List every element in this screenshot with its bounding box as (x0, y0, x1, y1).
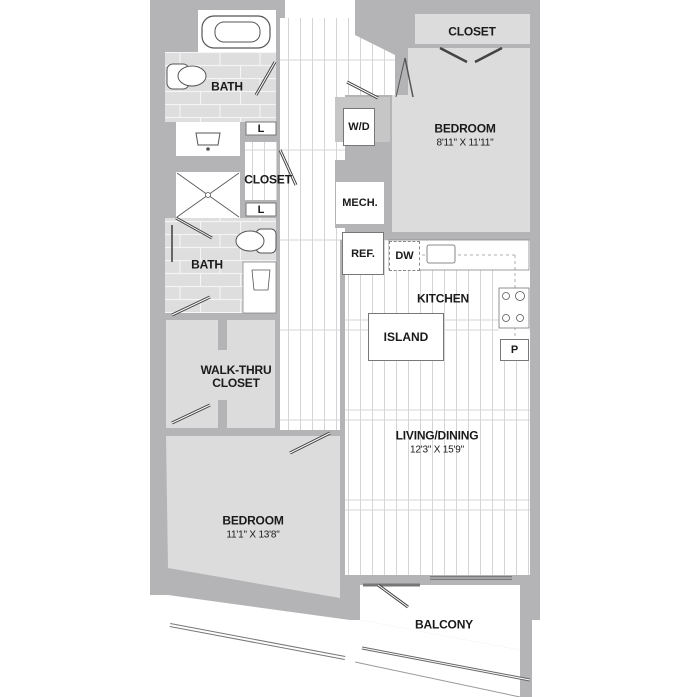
bath-top (165, 10, 277, 156)
room-label-balcony: BALCONY (415, 617, 473, 632)
room-label-bath-top: BATH (211, 79, 243, 94)
bath-bottom (165, 172, 277, 317)
room-label-kitchen: KITCHEN (417, 291, 469, 306)
washer-dryer: W/D (343, 108, 375, 146)
dishwasher: DW (389, 241, 420, 271)
balcony (354, 576, 531, 697)
room-dimensions-bedroom-second: 8'11" X 11'11" (436, 137, 494, 149)
kitchen-island: ISLAND (368, 313, 444, 361)
room-label-bedroom-second: BEDROOM (434, 121, 496, 136)
room-label-bedroom-main: BEDROOM (222, 513, 284, 528)
room-label-walk-thru-closet: WALK-THRU CLOSET (200, 362, 272, 390)
walk-thru-label-line1: WALK-THRU (200, 362, 272, 377)
room-label-closet-top: CLOSET (448, 24, 496, 39)
bedroom-second (392, 14, 530, 232)
living-floor (345, 240, 530, 575)
room-dimensions-living-dining: 12'3" X 15'9" (410, 444, 464, 456)
bedroom-main (166, 403, 346, 660)
walk-thru-closet (166, 320, 275, 428)
room-dimensions-bedroom-main: 11'1" X 13'8" (226, 529, 280, 541)
mechanical-room: MECH. (336, 182, 384, 224)
linen-closet-1: L (257, 122, 265, 135)
refrigerator: REF. (342, 232, 384, 275)
closet-hall (245, 142, 298, 200)
room-label-living-dining: LIVING/DINING (395, 428, 479, 443)
pantry: P (500, 339, 529, 361)
room-label-closet-hall: CLOSET (244, 172, 292, 187)
linen-closet-2: L (257, 203, 265, 216)
room-label-bath-bottom: BATH (191, 257, 223, 272)
kitchen-counters (388, 239, 530, 360)
walk-thru-label-line2: CLOSET (212, 376, 260, 390)
